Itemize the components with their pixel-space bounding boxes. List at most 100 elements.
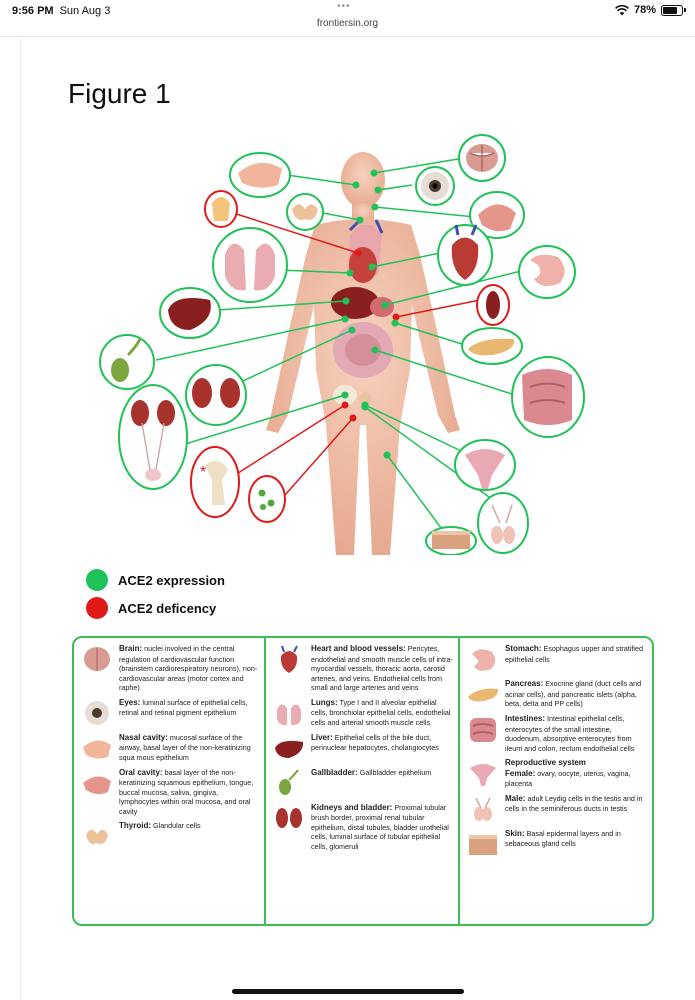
entry-description: ovary, oocyte, uterus, vagina, placenta <box>505 768 631 789</box>
entry-description: luminal surface of epithelial cells, ret… <box>119 697 248 718</box>
entry-description: nuclei involved in the central regulatio… <box>119 644 258 693</box>
heart-icon <box>280 645 298 673</box>
entry-description: basal layer of the non-keratinizing squa… <box>119 767 254 816</box>
legend-red-dot <box>86 597 108 619</box>
entry-description: Pericytes, endothelial and smooth muscle… <box>311 644 453 693</box>
entry-description: Glandular cells <box>153 821 201 831</box>
page-margin-line <box>20 38 21 1000</box>
cells-callout <box>248 475 286 523</box>
gallbladder-icon <box>279 768 299 795</box>
entry-title: Gallbladder: <box>311 767 358 777</box>
ace2-distribution-table: Brain: nuclei involved in the central re… <box>72 636 654 926</box>
entry-title: Skin: <box>505 828 525 838</box>
entry-title: Lungs: <box>311 697 338 707</box>
entry-title: Liver: <box>311 732 333 742</box>
legend-green-dot <box>86 569 108 591</box>
stomach-icon <box>472 649 496 671</box>
lungs-icon <box>277 703 301 725</box>
oral-cavity-icon <box>83 776 111 794</box>
organ-callouts: * <box>99 134 585 555</box>
legend-label-expression: ACE2 expression <box>118 572 225 588</box>
entry-description: Proximal tubular brush border, proximal … <box>311 802 449 851</box>
entry-title: Thyroid: <box>119 821 151 831</box>
stomach-callout <box>518 245 576 299</box>
address-url[interactable]: frontiersin.org <box>316 18 379 29</box>
uterus-callout <box>454 439 516 491</box>
table-entry: Nasal cavity: mucosal surface of the air… <box>80 733 260 763</box>
entry-text: Nasal cavity: mucosal surface of the air… <box>119 733 260 763</box>
pancreas-callout <box>461 327 523 365</box>
table-column-1: Brain: nuclei involved in the central re… <box>74 638 266 924</box>
entry-title: Intestines: <box>505 714 546 723</box>
figure-title: Figure 1 <box>68 78 171 109</box>
heart-callout <box>437 224 493 286</box>
tab-dots-icon[interactable]: ••• <box>337 1 351 12</box>
legend-item-expression: ACE2 expression <box>86 566 225 594</box>
entry-text: Heart and blood vessels: Pericytes, endo… <box>311 644 454 693</box>
table-entry: Eyes: luminal surface of epithelial cell… <box>80 698 260 728</box>
table-entry: Liver: Epithelial cells of the bile duct… <box>272 733 454 763</box>
entry-description: mucosal surface of the airway, basal lay… <box>119 732 251 762</box>
entry-title: Nasal cavity: <box>119 732 168 742</box>
entry-title: Oral cavity: <box>119 767 163 777</box>
thymus-callout <box>204 190 238 228</box>
table-entry: Brain: nuclei involved in the central re… <box>80 644 260 693</box>
entry-text: Thyroid: Glandular cells <box>119 821 201 851</box>
entry-text: Liver: Epithelial cells of the bile duct… <box>311 733 454 763</box>
testis-icon <box>474 797 492 821</box>
entry-text: Oral cavity: basal layer of the non-kera… <box>119 768 260 817</box>
legend-label-deficiency: ACE2 deficency <box>118 600 217 616</box>
brain-icon <box>84 647 110 671</box>
table-entry: Heart and blood vessels: Pericytes, endo… <box>272 644 454 693</box>
table-entry: Male: adult Leydig cells in the testis a… <box>466 794 648 824</box>
table-column-3: Stomach: Esophagus upper and stratified … <box>460 638 652 924</box>
status-right: 78% <box>615 4 686 16</box>
connector-dots <box>341 169 400 459</box>
entry-text: Male: adult Leydig cells in the testis a… <box>505 794 648 824</box>
entry-description: Esophagus upper and stratified epithelia… <box>505 644 643 664</box>
pancreas-icon <box>468 688 499 702</box>
table-entry: Thyroid: Glandular cells <box>80 821 260 851</box>
entry-description: Epithelial cells of the bile duct, perin… <box>311 732 439 753</box>
entry-title: Pancreas: <box>505 679 544 688</box>
body-organs <box>331 218 394 408</box>
entry-text: Intestines: Intestinal epithelial cells,… <box>505 714 648 753</box>
thyroid-icon <box>86 829 108 845</box>
table-entry: Gallbladder: Gallbladder epithelium <box>272 768 454 798</box>
figure-legend: ACE2 expression ACE2 deficency <box>86 566 225 622</box>
table-entry: Intestines: Intestinal epithelial cells,… <box>466 714 648 753</box>
entry-description: Type I and II alveolar epithelial cells,… <box>311 697 451 727</box>
intestine-callout <box>511 356 585 438</box>
home-indicator[interactable] <box>232 989 464 994</box>
entry-subtitle: Female: <box>505 768 536 778</box>
entry-text: Brain: nuclei involved in the central re… <box>119 644 260 693</box>
wifi-icon <box>615 4 629 15</box>
spleen-callout <box>476 284 510 326</box>
entry-description: Exocrine gland (duct cells and acinar ce… <box>505 679 642 709</box>
entry-description: Gallbladder epithelium <box>359 767 432 777</box>
legend-item-deficiency: ACE2 deficency <box>86 594 225 622</box>
connector-lines <box>155 156 526 541</box>
entry-text: Skin: Basal epidermal layers and in seba… <box>505 829 648 859</box>
entry-title: Stomach: <box>505 644 542 653</box>
thyroid-callout <box>286 193 324 231</box>
bone-callout: * <box>190 446 240 518</box>
entry-text: Pancreas: Exocrine gland (duct cells and… <box>505 679 648 709</box>
status-date: Sun Aug 3 <box>59 5 111 17</box>
uterus-icon <box>470 764 496 787</box>
nasal-cavity-callout <box>229 152 291 198</box>
entry-title: Kidneys and bladder: <box>311 802 393 812</box>
table-entry: Skin: Basal epidermal layers and in seba… <box>466 829 648 859</box>
intestine-icon <box>470 718 496 742</box>
entry-description: Intestinal epithelial cells, enterocytes… <box>505 714 635 753</box>
liver-callout <box>159 287 221 339</box>
entry-title: Male: <box>505 793 526 803</box>
kidneys-callout <box>185 364 247 426</box>
entry-text: Gallbladder: Gallbladder epithelium <box>311 768 431 798</box>
battery-percent: 78% <box>633 4 656 16</box>
table-entry: Stomach: Esophagus upper and stratified … <box>466 644 648 674</box>
